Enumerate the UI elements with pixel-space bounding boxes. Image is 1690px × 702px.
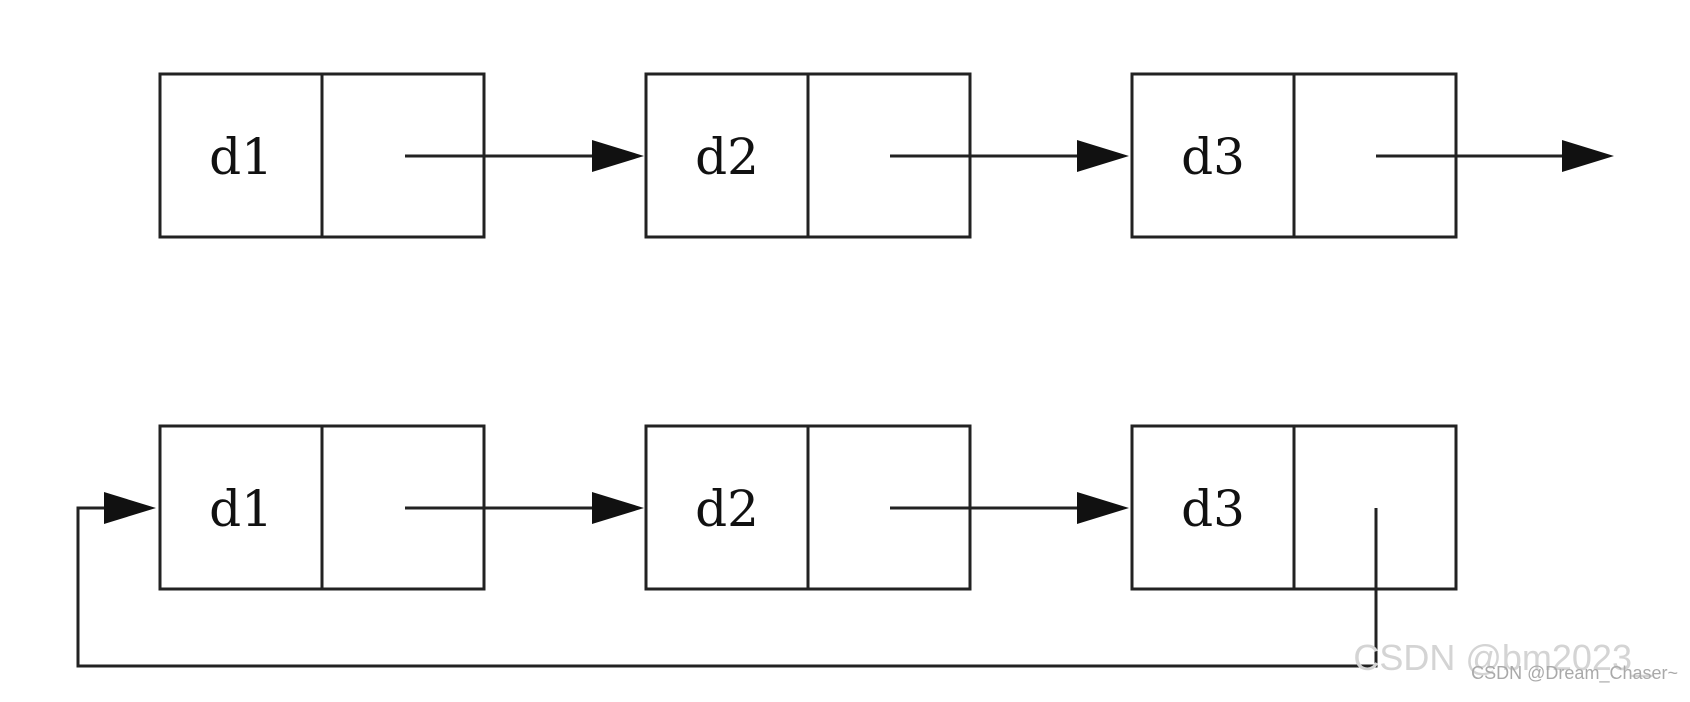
arrowhead	[1077, 492, 1129, 524]
watermark-text: CSDN @bm2023_	[1353, 637, 1652, 678]
arrowhead	[592, 492, 644, 524]
node-label: d2	[695, 480, 759, 538]
node-label: d1	[209, 480, 273, 538]
arrowhead	[104, 492, 156, 524]
circular-linked-list: d1 d2 d3	[76, 424, 1458, 668]
node-d3: d3	[1130, 424, 1458, 591]
arrowhead	[1077, 140, 1129, 172]
arrowhead	[592, 140, 644, 172]
singly-linked-list: d1 d2 d3	[158, 72, 1614, 239]
node-d1: d1	[158, 72, 486, 239]
node-label: d3	[1181, 128, 1245, 186]
arrowhead	[1562, 140, 1614, 172]
node-d2: d2	[644, 72, 972, 239]
node-label: d2	[695, 128, 759, 186]
node-label: d1	[209, 128, 273, 186]
node-label: d3	[1181, 480, 1245, 538]
pointer-arrow-d3-to-d1	[76, 506, 1378, 668]
watermark-text: CSDN @Dream_Chaser~	[1471, 663, 1678, 683]
